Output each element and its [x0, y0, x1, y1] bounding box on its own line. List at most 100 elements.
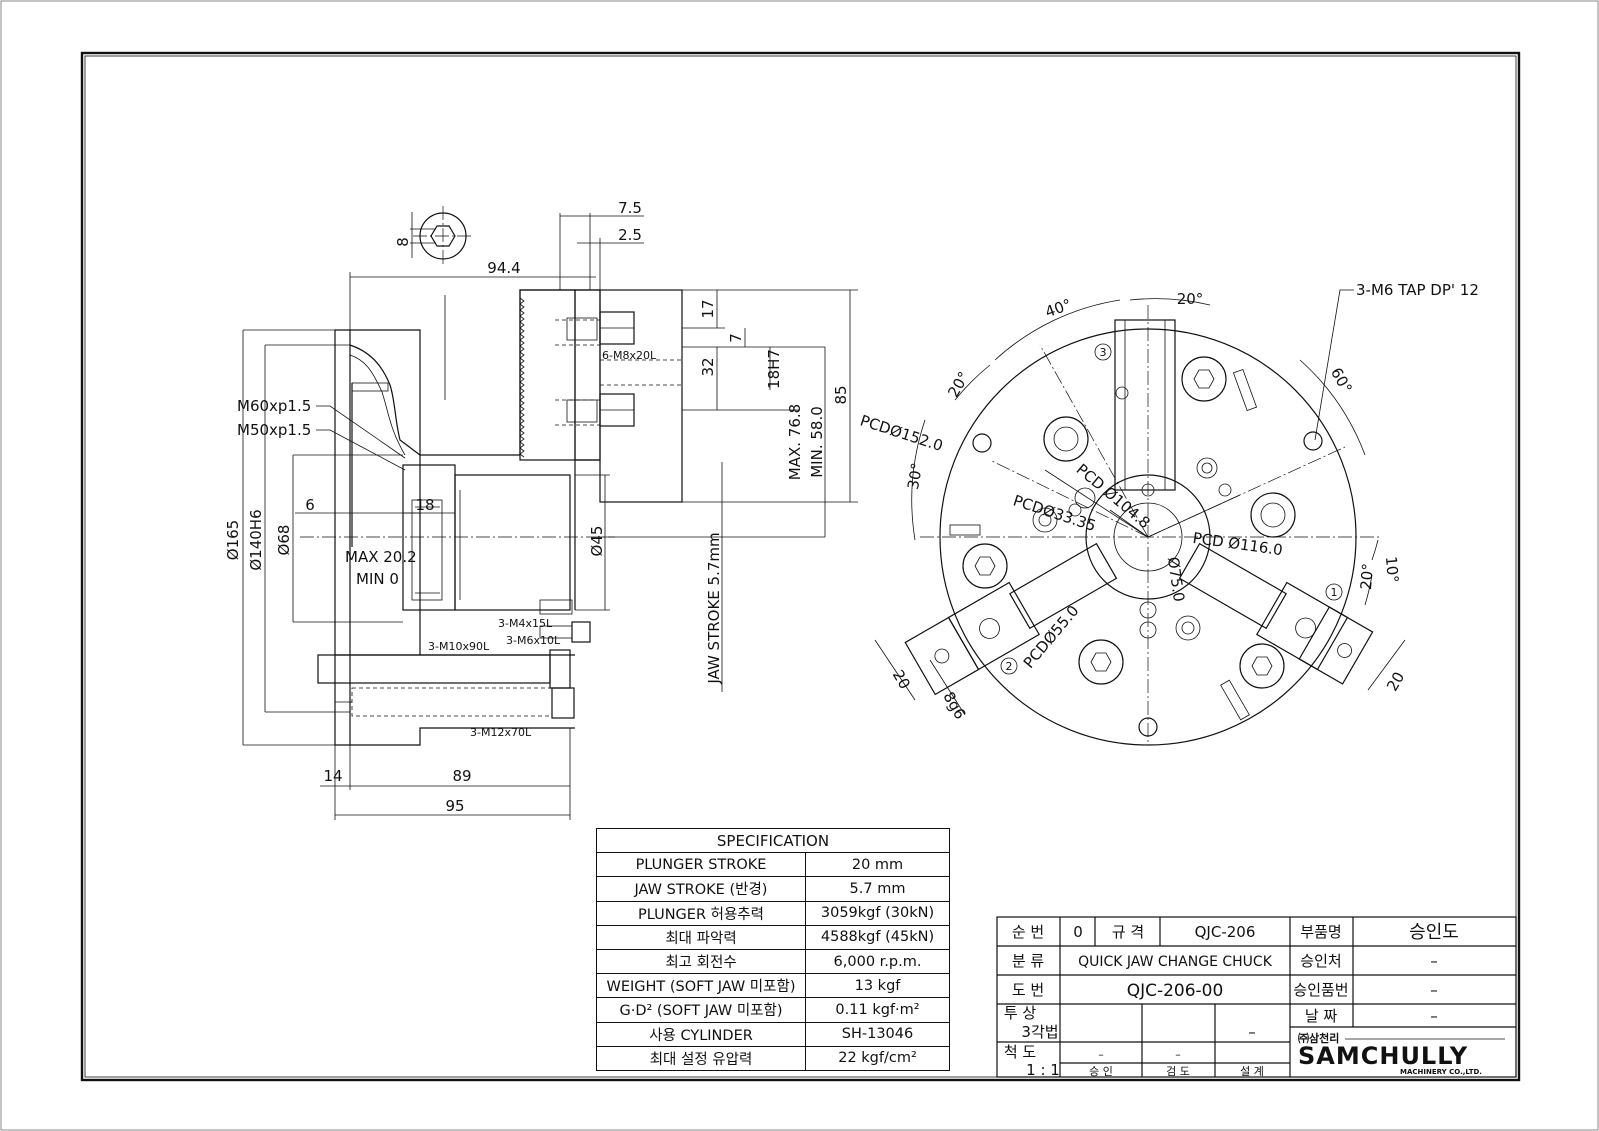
tb-scale-value: 1 : 1 — [1026, 1061, 1060, 1079]
angle-10: 10° — [1382, 556, 1402, 584]
jaw-mark-3: 3 — [1100, 346, 1107, 359]
side-view: 8 7.5 2.5 94.4 17 7 32 18H7 85 M — [224, 199, 858, 820]
jaw-stroke-label: JAW STROKE 5.7mm — [705, 532, 723, 684]
dim-dia-68: Ø68 — [275, 525, 293, 556]
dim-7: 7 — [727, 333, 745, 343]
spec-value: 22 kgf/cm² — [805, 1045, 950, 1071]
spec-value: 3059kgf (30kN) — [805, 900, 950, 926]
front-view: 3 1 2 3-M6 TAP DP' 12 40° 20° 20° 60° 30… — [858, 281, 1479, 746]
jaw-mark-1: 1 — [1331, 586, 1338, 599]
dim-89: 89 — [452, 767, 471, 785]
spec-label: 최대 파악력 — [596, 924, 806, 950]
dim-dia-140h6: Ø140H6 — [247, 509, 265, 570]
jaw-mark-2: 2 — [1006, 660, 1013, 673]
note-3-m10x90l: 3-M10x90L — [428, 640, 490, 653]
tb-seq-value: 0 — [1073, 923, 1083, 941]
dim-max-76-8: MAX. 76.8 — [786, 404, 804, 480]
note-3-m12x70l: 3-M12x70L — [470, 726, 532, 739]
spec-value: 5.7 mm — [805, 876, 950, 902]
spec-label: WEIGHT (SOFT JAW 미포함) — [596, 973, 806, 999]
dim-dia-165: Ø165 — [224, 520, 242, 560]
spec-value: 20 mm — [805, 852, 950, 878]
dim-min-0: MIN 0 — [356, 570, 399, 588]
dim-18: 18 — [415, 496, 434, 514]
tb-spec-value: QJC-206 — [1195, 923, 1256, 941]
tb-blank-2: – — [1175, 1048, 1181, 1061]
tb-part-label: 부품명 — [1300, 923, 1341, 941]
spec-value: SH-13046 — [805, 1021, 950, 1047]
dim-20-left: 20 — [889, 667, 914, 693]
dim-17: 17 — [699, 299, 717, 318]
pcd-116: PCD Ø116.0 — [1192, 529, 1284, 559]
spec-label: PLUNGER STROKE — [596, 852, 806, 878]
dim-95: 95 — [445, 797, 464, 815]
angle-20-top: 20° — [1177, 290, 1204, 308]
dim-14: 14 — [323, 767, 342, 785]
spec-label: JAW STROKE (반경) — [596, 876, 806, 902]
jaw-slot-right — [1178, 542, 1374, 685]
tb-spec-label: 규 격 — [1112, 923, 1144, 941]
tb-blank-3: – — [1248, 1023, 1256, 1041]
dim-8: 8 — [394, 237, 412, 247]
tb-scale-label: 척 도 — [1004, 1043, 1037, 1061]
dim-2-5: 2.5 — [618, 226, 642, 244]
drawing-frame — [80, 51, 1521, 1082]
pcd-152: PCDØ152.0 — [858, 411, 945, 455]
dim-20-right: 20 — [1383, 669, 1408, 695]
spec-value: 4588kgf (45kN) — [805, 924, 950, 950]
note-6-m8x20l: 6-M8x20L — [602, 349, 657, 362]
tap-note: 3-M6 TAP DP' 12 — [1356, 281, 1479, 299]
tb-dwg-label: 도 번 — [1012, 981, 1044, 999]
dim-32: 32 — [699, 357, 717, 376]
spec-label: G·D² (SOFT JAW 미포함) — [596, 997, 806, 1023]
note-3-m6x10l: 3-M6x10L — [506, 634, 561, 647]
table-row: G·D² (SOFT JAW 미포함)0.11 kgf·m² — [596, 997, 950, 1023]
tb-seq-label: 순 번 — [1012, 923, 1044, 941]
dim-max-20-2: MAX 20.2 — [345, 548, 417, 566]
pcd-33-35: PCDØ33.35 — [1011, 491, 1098, 535]
tb-class-value: QUICK JAW CHANGE CHUCK — [1078, 954, 1273, 970]
table-row: JAW STROKE (반경)5.7 mm — [596, 876, 950, 902]
tb-approver-label: 승인처 — [1300, 952, 1341, 970]
dim-min-58-0: MIN. 58.0 — [808, 406, 826, 478]
tb-approval-no-label: 승인품번 — [1293, 981, 1348, 999]
note-3-m4x15l: 3-M4x15L — [498, 617, 553, 630]
angle-30: 30° — [904, 461, 926, 490]
spec-label: 최고 회전수 — [596, 948, 806, 975]
dim-6: 6 — [305, 496, 315, 514]
dim-7-5: 7.5 — [618, 199, 642, 217]
spec-value: 6,000 r.p.m. — [805, 948, 950, 975]
spec-value: 13 kgf — [805, 973, 950, 999]
tb-dwg-value: QJC-206-00 — [1127, 981, 1224, 1001]
tb-approver-value: – — [1430, 952, 1438, 970]
spec-title: SPECIFICATION — [596, 827, 950, 854]
spec-value: 0.11 kgf·m² — [805, 997, 950, 1023]
table-row: WEIGHT (SOFT JAW 미포함)13 kgf — [596, 973, 950, 999]
company-logo: ㈜삼천리 SAMCHULLY MACHINERY CO.,LTD. — [1298, 1031, 1505, 1076]
angle-20-right: 20° — [1357, 563, 1377, 591]
jaw-slot-upper — [1114, 319, 1176, 491]
dim-94-4: 94.4 — [487, 259, 520, 277]
tb-blank-1: – — [1098, 1048, 1104, 1061]
company-name: SAMCHULLY — [1298, 1042, 1468, 1070]
angle-60: 60° — [1327, 364, 1356, 396]
title-block: 순 번 0 규 격 QJC-206 부품명 승인도 분 류 QUICK JAW … — [996, 916, 1517, 1079]
angle-20-left: 20° — [944, 368, 973, 400]
dim-dia-45: Ø45 — [588, 526, 606, 557]
tb-date-label: 날 짜 — [1305, 1007, 1338, 1025]
tb-sign-review: 검 도 — [1166, 1065, 1190, 1078]
tb-proj-label: 투 상 — [1004, 1004, 1037, 1022]
pcd-55: PCDØ55.0 — [1020, 602, 1083, 672]
tb-class-label: 분 류 — [1012, 952, 1045, 970]
tb-date-value: – — [1430, 1007, 1438, 1025]
angle-40: 40° — [1043, 295, 1074, 321]
